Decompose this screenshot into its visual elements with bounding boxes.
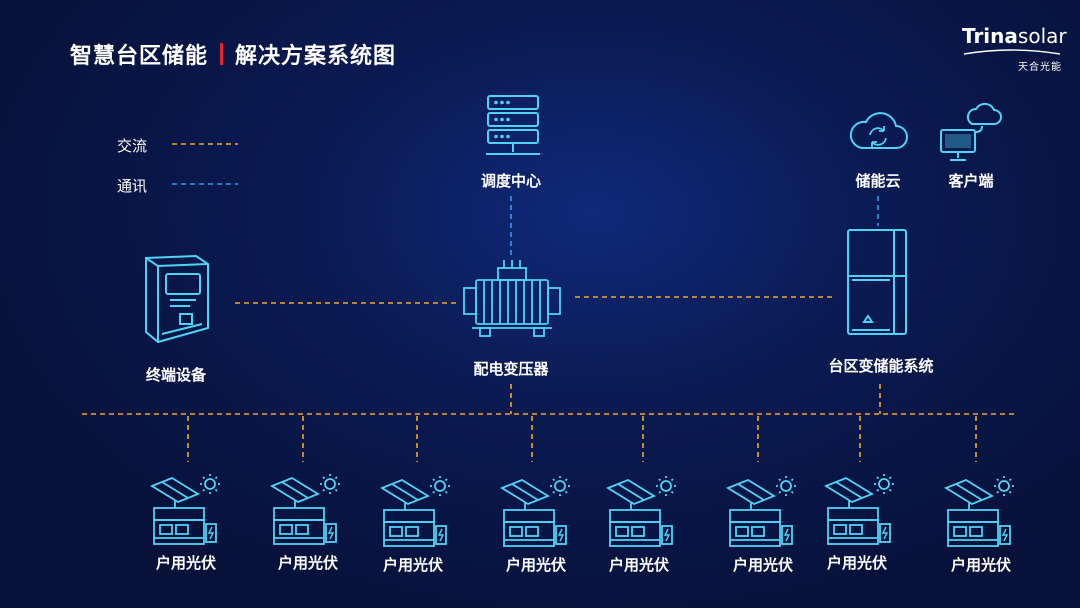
storage-cabinet-icon bbox=[847, 229, 907, 335]
transformer-icon bbox=[463, 260, 561, 337]
pv-house-icon bbox=[381, 475, 451, 547]
pv-unit-label: 户用光伏 bbox=[826, 554, 887, 572]
pv-house-icon bbox=[607, 475, 677, 547]
pv-unit-label: 户用光伏 bbox=[382, 556, 443, 574]
logo-swoosh-icon bbox=[963, 49, 1061, 55]
pv-house-icon bbox=[271, 473, 341, 545]
terminal-device-label: 终端设备 bbox=[145, 366, 206, 384]
title-separator bbox=[220, 43, 224, 65]
pv-house-icon bbox=[945, 475, 1015, 547]
title-part1: 智慧台区储能 bbox=[70, 44, 209, 69]
pv-unit-label: 户用光伏 bbox=[950, 556, 1011, 574]
pv-unit-label: 户用光伏 bbox=[505, 556, 566, 574]
page-title: 智慧台区储能 解决方案系统图 bbox=[70, 38, 396, 70]
logo-brand: Trina bbox=[962, 24, 1018, 48]
pv-unit-label: 户用光伏 bbox=[732, 556, 793, 574]
logo-chinese: 天合光能 bbox=[1018, 62, 1062, 73]
pv-house-icon bbox=[727, 475, 797, 547]
storage-cloud-label: 储能云 bbox=[855, 172, 901, 190]
transformer-label: 配电变压器 bbox=[473, 360, 549, 378]
client-label: 客户端 bbox=[948, 172, 994, 190]
pv-house-icon bbox=[151, 473, 221, 545]
title-part2: 解决方案系统图 bbox=[235, 44, 397, 69]
pv-house-icon bbox=[825, 473, 895, 545]
legend-comm-label: 通讯 bbox=[117, 177, 148, 195]
pv-house-icon bbox=[501, 475, 571, 547]
pv-unit-label: 户用光伏 bbox=[277, 554, 338, 572]
trinasolar-logo: Trinasolar 天合光能 bbox=[962, 24, 1067, 73]
server-icon bbox=[486, 95, 540, 155]
cloud-sync-icon bbox=[849, 112, 908, 149]
logo-wordmark: Trinasolar bbox=[962, 24, 1067, 48]
storage-system-label: 台区变储能系统 bbox=[828, 357, 934, 375]
legend-ac-label: 交流 bbox=[117, 137, 148, 155]
pv-unit-label: 户用光伏 bbox=[155, 554, 216, 572]
pv-unit-label: 户用光伏 bbox=[608, 556, 669, 574]
electric-meter-icon bbox=[145, 254, 209, 344]
dispatch-center-label: 调度中心 bbox=[480, 172, 541, 190]
logo-brand-suffix: solar bbox=[1017, 24, 1067, 48]
client-monitor-cloud-icon bbox=[940, 102, 1002, 161]
